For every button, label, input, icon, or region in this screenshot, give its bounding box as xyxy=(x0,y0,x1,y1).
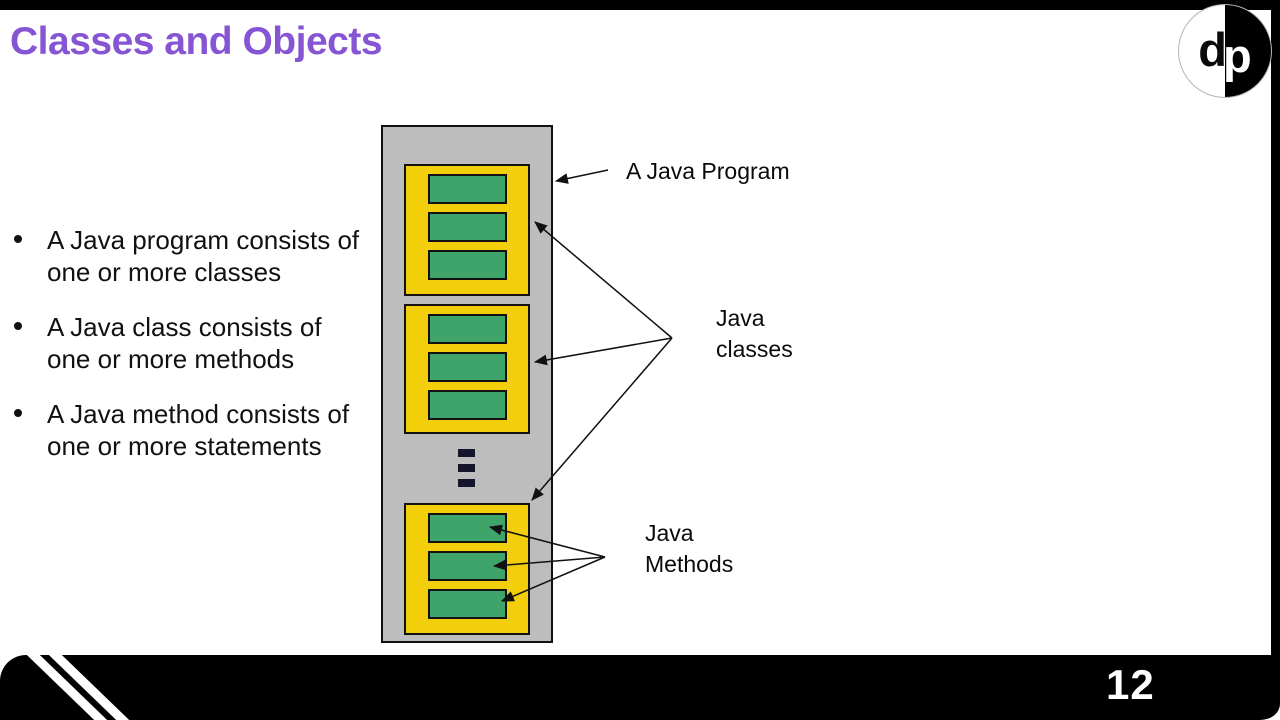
bullet-text: A Java method consists of one or more st… xyxy=(47,398,349,462)
label-line: Java xyxy=(716,305,765,331)
java-method-box xyxy=(427,589,507,619)
bullet-line: A Java class consists of xyxy=(47,312,322,342)
java-class-box-2 xyxy=(404,304,530,434)
ellipsis-icon xyxy=(458,449,475,487)
class-arrow-2 xyxy=(533,337,673,366)
java-method-box xyxy=(427,314,507,344)
class-arrow-1 xyxy=(534,221,673,339)
bullet-line: one or more statements xyxy=(47,431,322,461)
top-bar xyxy=(0,0,1280,10)
label-java-program: A Java Program xyxy=(626,158,790,184)
logo-letter-d: d xyxy=(1198,22,1227,76)
java-method-box xyxy=(427,250,507,280)
bottom-bar xyxy=(0,655,1280,720)
label-java-classes: Java classes xyxy=(716,303,793,365)
bullet-text: A Java class consists of one or more met… xyxy=(47,311,322,375)
java-program-box xyxy=(381,125,553,643)
bullet-line: A Java program consists of xyxy=(47,225,360,255)
label-line: Methods xyxy=(645,551,734,577)
java-method-box xyxy=(427,212,507,242)
java-class-box-3 xyxy=(404,503,530,635)
bullet-list: A Java program consists of one or more c… xyxy=(12,224,372,485)
logo-letter-p: p xyxy=(1223,28,1252,82)
label-line: Java xyxy=(645,520,694,546)
page-number: 12 xyxy=(1106,661,1155,708)
bullet-text: A Java program consists of one or more c… xyxy=(47,224,359,288)
bullet-dot-icon xyxy=(14,322,22,330)
bullet-item-method: A Java method consists of one or more st… xyxy=(12,398,372,462)
java-class-box-1 xyxy=(404,164,530,296)
program-arrow xyxy=(554,169,609,184)
bullet-line: one or more classes xyxy=(47,257,282,287)
bullet-line: one or more methods xyxy=(47,344,295,374)
bullet-dot-icon xyxy=(14,409,22,417)
dp-logo: d p xyxy=(1178,4,1272,98)
label-java-methods: Java Methods xyxy=(645,518,733,580)
bullet-item-program: A Java program consists of one or more c… xyxy=(12,224,372,288)
label-line: classes xyxy=(716,336,793,362)
java-method-box xyxy=(427,352,507,382)
page-title: Classes and Objects xyxy=(10,20,383,63)
right-edge-bar xyxy=(1271,0,1280,655)
java-method-box xyxy=(427,513,507,543)
java-method-box xyxy=(427,174,507,204)
class-arrow-3 xyxy=(531,337,673,501)
java-method-box xyxy=(427,551,507,581)
java-method-box xyxy=(427,390,507,420)
bullet-line: A Java method consists of xyxy=(47,399,350,429)
bullet-item-class: A Java class consists of one or more met… xyxy=(12,311,372,375)
bullet-dot-icon xyxy=(14,235,22,243)
